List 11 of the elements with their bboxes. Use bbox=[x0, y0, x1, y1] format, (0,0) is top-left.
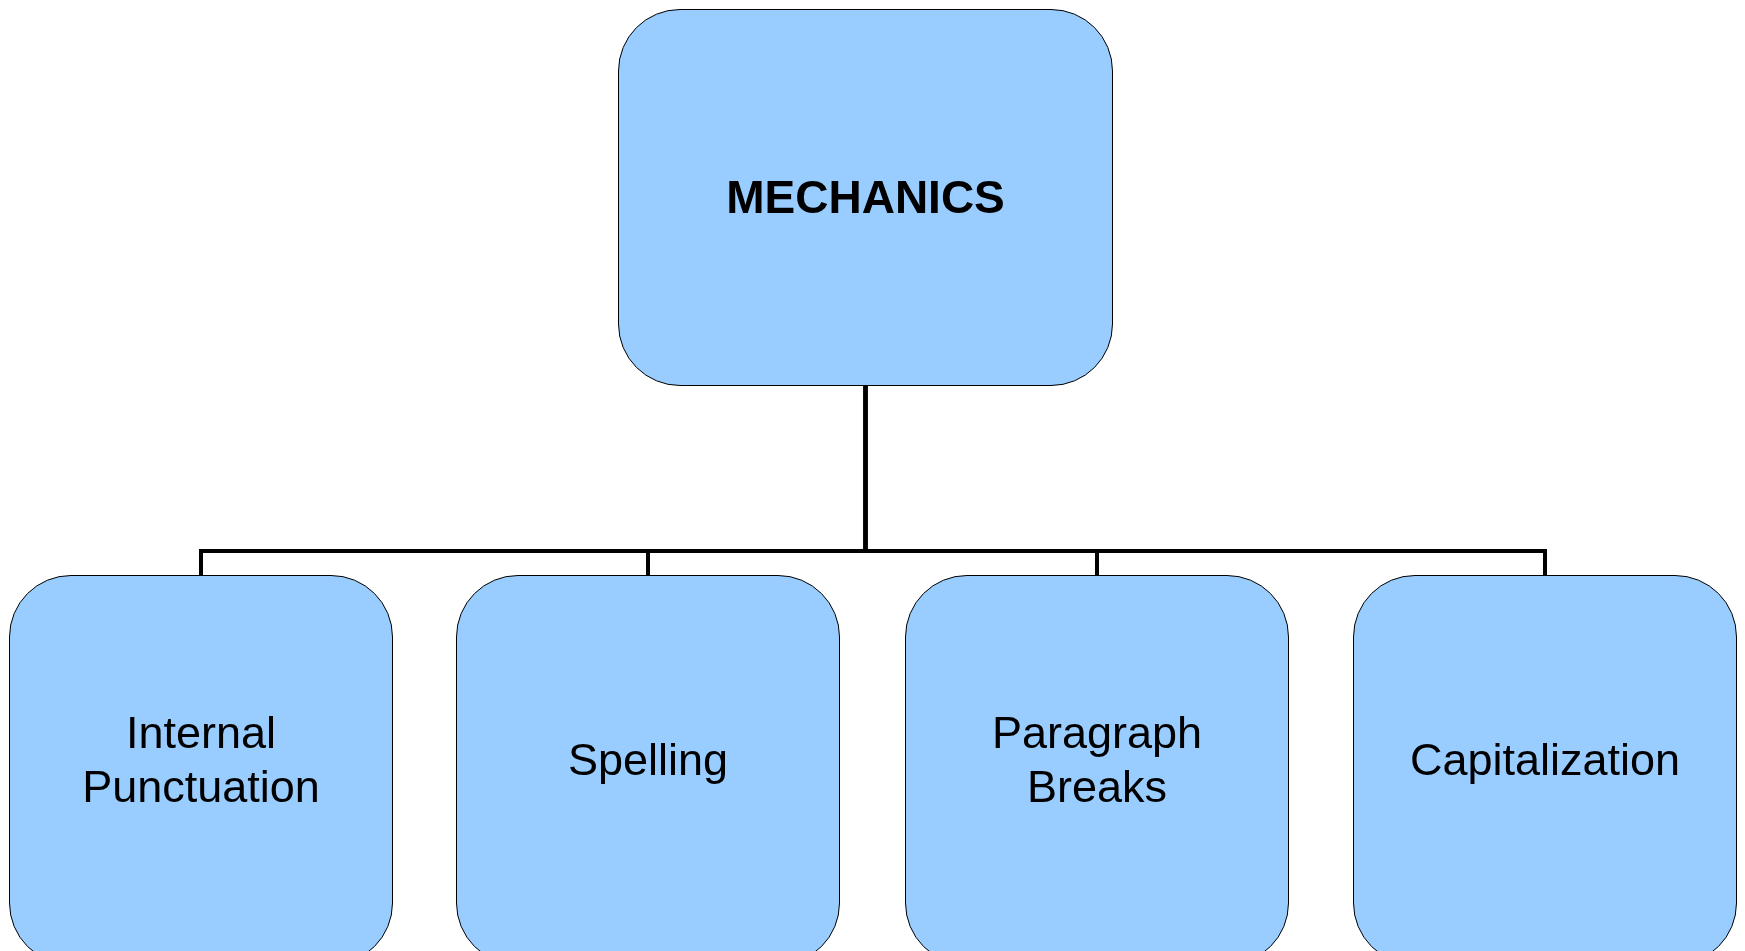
rounded-box bbox=[456, 575, 840, 951]
rounded-box bbox=[9, 575, 393, 951]
connector-line bbox=[863, 386, 1547, 575]
box-label: Capitalization bbox=[1408, 733, 1682, 787]
rounded-box bbox=[618, 9, 1113, 386]
box-label: Paragraph Breaks bbox=[990, 706, 1204, 814]
rounded-box bbox=[905, 575, 1289, 951]
box-label: Spelling bbox=[566, 733, 730, 787]
box-label: MECHANICS bbox=[726, 169, 1005, 225]
box-label: Internal Punctuation bbox=[81, 706, 321, 814]
rounded-box bbox=[1353, 575, 1737, 951]
